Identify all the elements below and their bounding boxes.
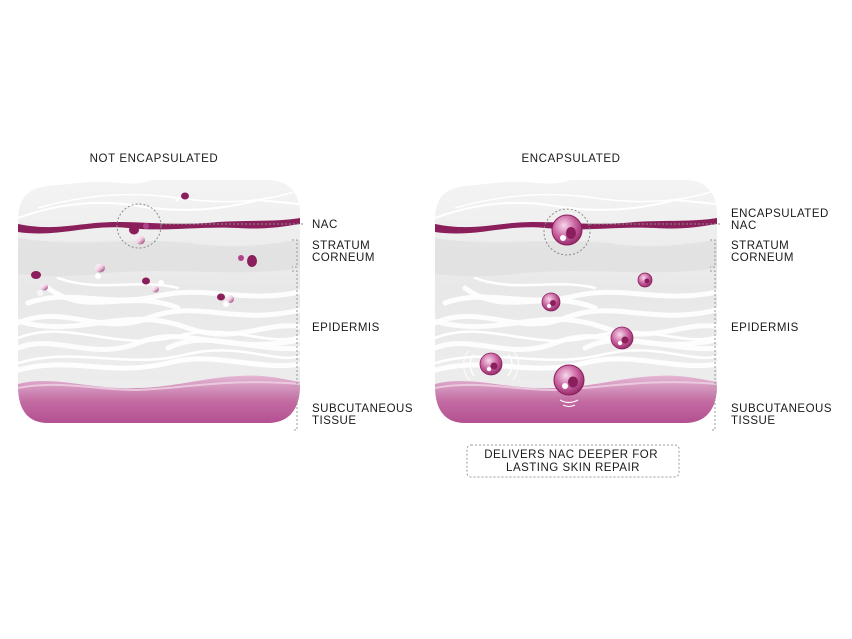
panel-title: ENCAPSULATED <box>521 153 620 165</box>
sphere-medium <box>541 292 561 312</box>
layer-brackets <box>292 239 298 431</box>
callout-delivers-deeper: DELIVERS NAC DEEPER FOR LASTING SKIN REP… <box>466 444 680 478</box>
skin-cross-section <box>8 178 308 428</box>
panel-encapsulated: ENCAPSULATED <box>425 153 836 478</box>
layer-labels: ENCAPSULATED NAC STRATUM CORNEUM EPIDERM… <box>731 208 836 427</box>
label-epidermis: EPIDERMIS <box>731 322 799 334</box>
sphere-small <box>637 272 653 288</box>
encapsulated-spheres <box>462 214 653 407</box>
layer-labels: NAC STRATUM CORNEUM EPIDERMIS SUBCUTANEO… <box>312 219 417 427</box>
label-stratum-corneum: STRATUM CORNEUM <box>312 240 375 264</box>
label-subcutaneous-tissue: SUBCUTANEOUS TISSUE <box>731 403 836 427</box>
label-epidermis: EPIDERMIS <box>312 322 380 334</box>
panel-title: NOT ENCAPSULATED <box>90 153 219 165</box>
label-stratum-corneum: STRATUM CORNEUM <box>731 240 794 264</box>
callout-text: DELIVERS NAC DEEPER FOR LASTING SKIN REP… <box>484 449 662 474</box>
sphere-medium-right <box>610 326 634 350</box>
nac-highlight-circle <box>543 208 591 256</box>
sphere-large-top <box>551 214 583 246</box>
nac-droplets <box>31 192 257 307</box>
sphere-left <box>462 349 520 381</box>
label-subcutaneous-tissue: SUBCUTANEOUS TISSUE <box>312 403 417 427</box>
label-nac: NAC <box>312 219 338 231</box>
label-encapsulated-nac: ENCAPSULATED NAC <box>731 208 833 232</box>
layer-brackets <box>710 239 716 431</box>
panel-not-encapsulated: NOT ENCAPSULATED <box>8 153 417 431</box>
nac-highlight-circle <box>116 203 162 249</box>
sphere-large-bottom <box>553 364 585 407</box>
